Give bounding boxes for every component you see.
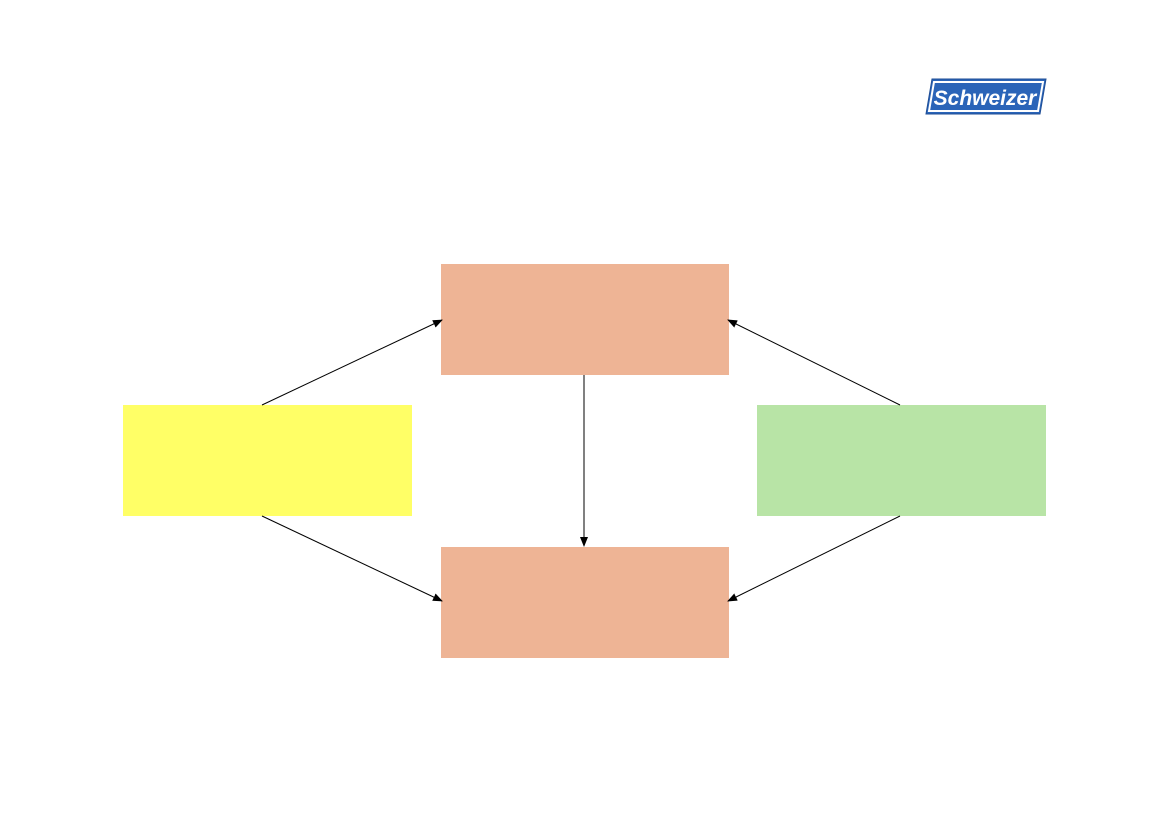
edge-right-to-bottom: [727, 515, 901, 602]
node-left: [123, 405, 412, 516]
edge-left-to-bottom: [261, 515, 443, 602]
node-bottom-center: [441, 547, 729, 658]
node-top-center: [441, 264, 729, 375]
edge-left-to-top: [261, 319, 443, 406]
edge-right-to-top: [727, 319, 901, 406]
node-right: [757, 405, 1046, 516]
schweizer-logo: Schweizer: [925, 78, 1047, 115]
logo-text: Schweizer: [934, 87, 1039, 110]
